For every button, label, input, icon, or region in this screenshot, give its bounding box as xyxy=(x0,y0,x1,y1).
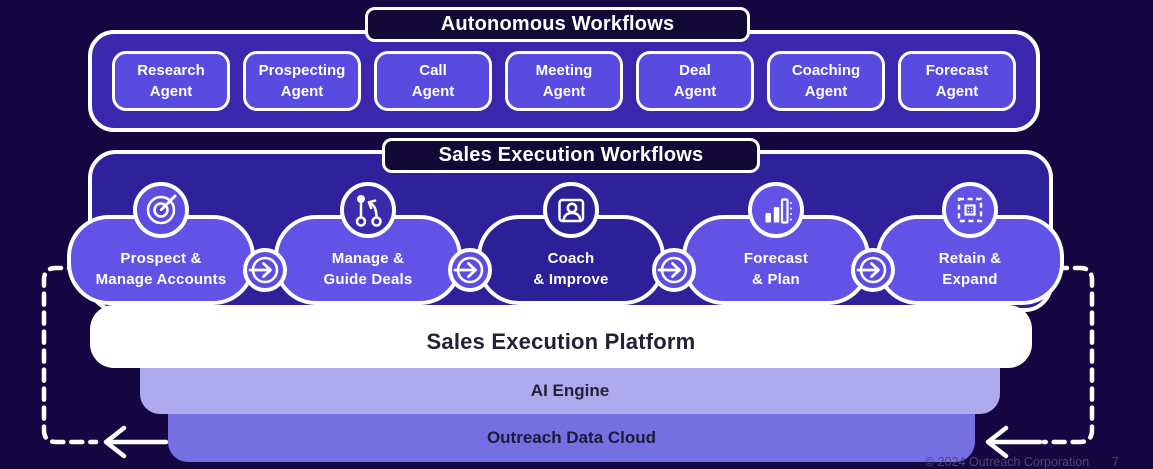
arrow-right-circle-icon xyxy=(448,248,492,292)
arrow-right-circle-icon xyxy=(243,248,287,292)
agent-card-forecast: Forecast Agent xyxy=(898,51,1016,111)
stage-label: Retain & Expand xyxy=(938,250,1002,288)
focus-frame-icon xyxy=(942,182,998,238)
sales-execution-platform-layer: Sales Execution Platform xyxy=(90,305,1032,368)
coach-screen-icon xyxy=(543,182,599,238)
agent-card-deal: Deal Agent xyxy=(636,51,754,111)
left-loop-dashed-path xyxy=(41,265,99,445)
data-cloud-label: Outreach Data Cloud xyxy=(486,428,657,447)
page-number: 7 xyxy=(1112,455,1119,469)
agent-card-coaching: Coaching Agent xyxy=(767,51,885,111)
target-icon xyxy=(133,182,189,238)
bar-chart-icon xyxy=(748,182,804,238)
platform-label: Sales Execution Platform xyxy=(426,328,696,354)
agent-card-meeting: Meeting Agent xyxy=(505,51,623,111)
stage-label: Manage & Guide Deals xyxy=(323,250,413,288)
arrow-right-circle-icon xyxy=(851,248,895,292)
autonomous-workflows-title: Autonomous Workflows xyxy=(365,7,750,42)
arrow-right-circle-icon xyxy=(652,248,696,292)
autonomous-workflows-container: Research Agent Prospecting Agent Call Ag… xyxy=(88,30,1040,132)
stage-label: Prospect & Manage Accounts xyxy=(95,250,227,288)
left-arrow-head xyxy=(103,425,127,459)
right-arrow-head xyxy=(985,425,1009,459)
agent-card-prospecting: Prospecting Agent xyxy=(243,51,361,111)
sales-execution-workflows-title: Sales Execution Workflows xyxy=(382,138,760,173)
branch-arrow-icon xyxy=(340,182,396,238)
ai-engine-label: AI Engine xyxy=(530,381,610,400)
agent-card-call: Call Agent xyxy=(374,51,492,111)
right-loop-dashed-path xyxy=(1041,265,1095,445)
copyright-text: © 2024 Outreach Corporation xyxy=(925,455,1090,469)
stage-label: Coach & Improve xyxy=(533,250,609,288)
agent-card-research: Research Agent xyxy=(112,51,230,111)
stage-label: Forecast & Plan xyxy=(743,250,809,288)
